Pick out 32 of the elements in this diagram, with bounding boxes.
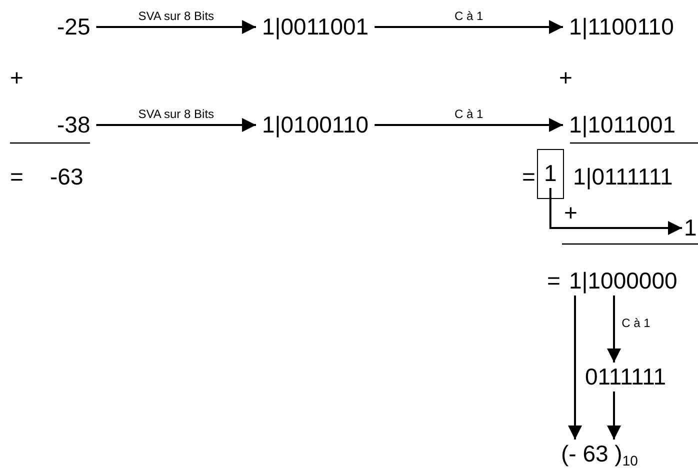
- math-text: +: [10, 66, 24, 90]
- edge-label: C à 1: [620, 317, 652, 329]
- binary-value: 1: [684, 216, 697, 240]
- math-text: =: [10, 166, 24, 188]
- arrow: [96, 20, 256, 34]
- arrow: [374, 118, 563, 132]
- arrow: [96, 118, 256, 132]
- binary-value: 0111111: [585, 366, 666, 388]
- arrow: [374, 20, 563, 34]
- binary-value: 1|0100110: [262, 114, 369, 136]
- math-text: +: [559, 66, 572, 90]
- edge-label: C à 1: [453, 108, 484, 120]
- binary-value: 1|1000000: [569, 270, 678, 292]
- math-text: 1|0111111: [573, 166, 673, 188]
- edge-label: SVA sur 8 Bits: [137, 108, 216, 120]
- binary-value: (- 63 )$_{10}$: [561, 442, 638, 468]
- binary-value: 1|1011001: [569, 114, 676, 136]
- binary-value: -38: [57, 114, 90, 136]
- edge-label: SVA sur 8 Bits: [137, 10, 216, 22]
- math-text: +: [564, 202, 578, 224]
- math-text: =: [522, 166, 536, 188]
- math-text: -63: [50, 166, 84, 188]
- arrow: [568, 296, 582, 440]
- binary-value: 1|1100110: [569, 16, 674, 38]
- arrow: [607, 392, 621, 440]
- arrow: [607, 296, 621, 362]
- binary-value: -25: [57, 16, 90, 38]
- math-text: =: [547, 270, 560, 292]
- carry-box: 1: [537, 149, 564, 199]
- edge-label: C à 1: [453, 10, 484, 22]
- arrow: [549, 188, 682, 235]
- binary-value: 1|0011001: [262, 16, 369, 38]
